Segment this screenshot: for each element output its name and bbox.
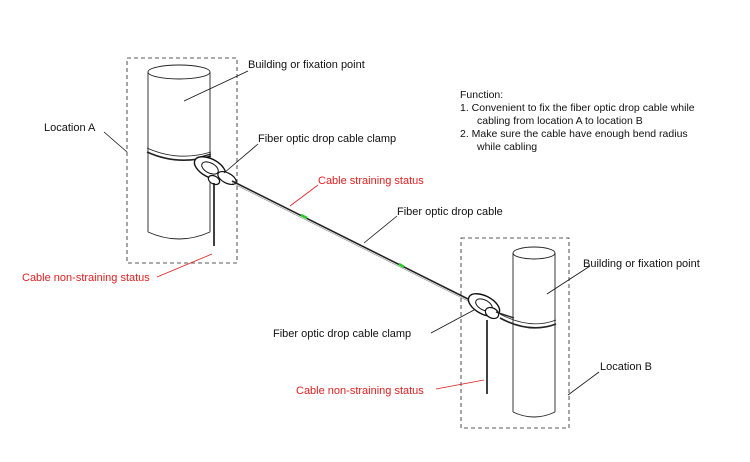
location-b-group bbox=[460, 237, 570, 429]
location-a-boundary bbox=[126, 57, 238, 264]
function-line-4: while cabling bbox=[476, 141, 537, 153]
cable-marker-2 bbox=[398, 262, 405, 269]
strap-b bbox=[499, 317, 557, 329]
function-line-3: 2. Make sure the cable have enough bend … bbox=[460, 128, 688, 140]
function-note: Function: 1. Convenient to fix the fiber… bbox=[460, 89, 695, 153]
label-clamp-b: Fiber optic drop cable clamp bbox=[273, 328, 411, 340]
label-location-b: Location B bbox=[600, 361, 652, 373]
drop-cable bbox=[231, 180, 471, 303]
label-location-a: Location A bbox=[44, 122, 96, 134]
cable-marker-1 bbox=[300, 213, 308, 220]
function-title: Function: bbox=[460, 89, 503, 101]
clamp-b bbox=[467, 293, 515, 320]
label-building-b: Building or fixation point bbox=[583, 258, 700, 270]
location-b-boundary bbox=[460, 237, 570, 429]
clamp-a bbox=[193, 153, 237, 186]
function-line-1: 1. Convenient to fix the fiber optic dro… bbox=[460, 102, 695, 114]
pole-b bbox=[512, 246, 556, 418]
function-line-2: cabling from location A to location B bbox=[477, 115, 643, 127]
label-non-straining-b: Cable non-straining status bbox=[296, 385, 424, 397]
label-cable-straining: Cable straining status bbox=[318, 175, 424, 187]
label-building-a: Building or fixation point bbox=[248, 59, 365, 71]
location-a-group bbox=[126, 57, 238, 264]
label-clamp-a: Fiber optic drop cable clamp bbox=[258, 133, 396, 145]
label-drop-cable: Fiber optic drop cable bbox=[397, 206, 503, 218]
label-non-straining-a: Cable non-straining status bbox=[22, 272, 150, 284]
